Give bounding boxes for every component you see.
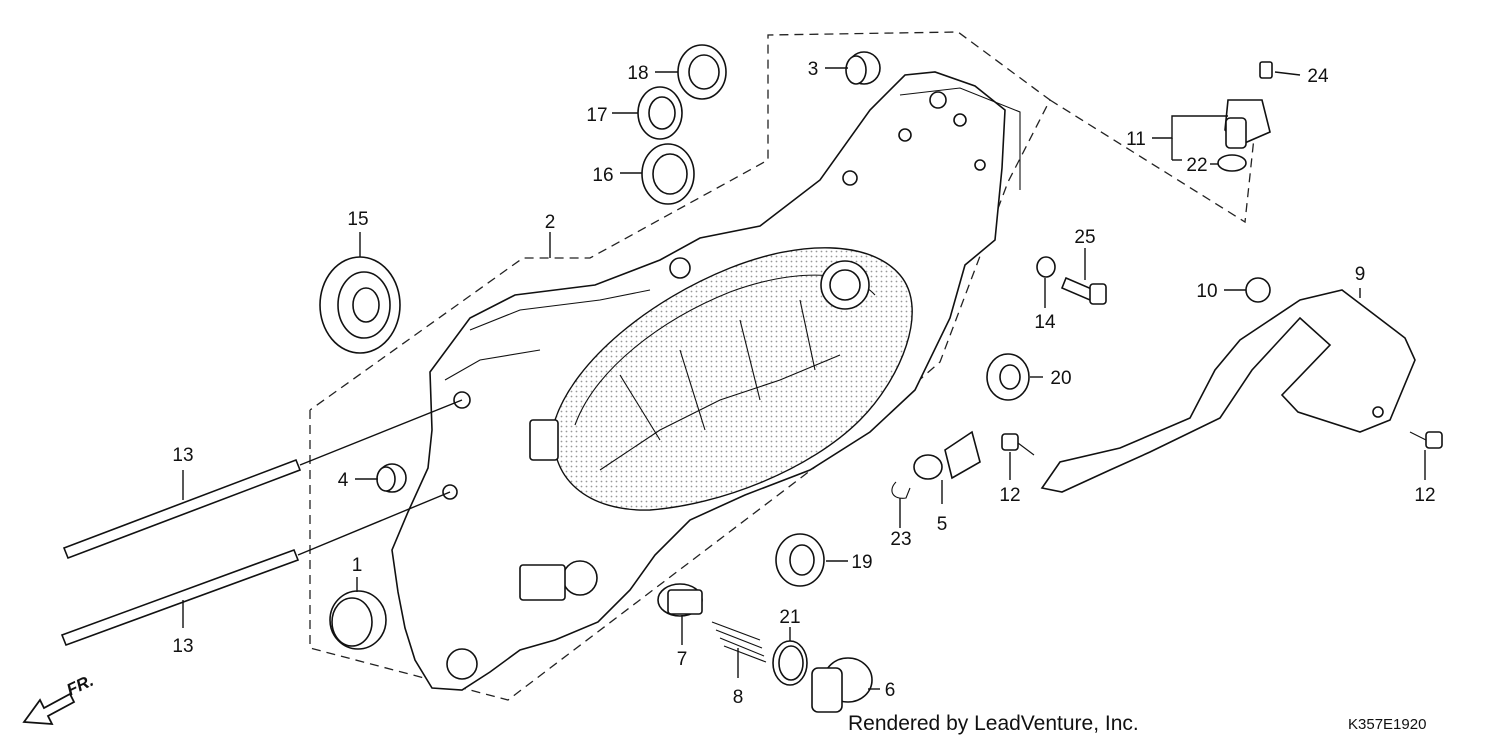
callout-6: 6 [885,680,896,701]
callout-4: 4 [338,470,349,491]
callout-16: 16 [592,165,613,186]
callout-13-lower: 13 [172,636,193,657]
callout-9: 9 [1355,264,1366,285]
callout-20: 20 [1050,368,1071,389]
callout-12-right: 12 [1414,485,1435,506]
diagram-part-code: K357E1920 [1348,716,1427,733]
callout-7: 7 [677,649,688,670]
callout-23: 23 [890,529,911,550]
crankcase-left [391,71,1021,691]
callout-25: 25 [1074,227,1095,248]
callout-18: 18 [627,63,648,84]
callout-24: 24 [1307,66,1329,87]
render-credit: Rendered by LeadVenture, Inc. [848,712,1139,735]
callout-8: 8 [733,687,744,708]
callout-labels: 1 2 3 4 5 6 7 8 9 10 11 12 12 13 13 14 1… [172,59,1435,708]
callout-19: 19 [851,552,872,573]
callout-1: 1 [352,555,363,576]
callout-22: 22 [1186,155,1207,176]
callout-5: 5 [937,514,948,535]
callout-15: 15 [347,209,368,230]
callout-13-upper: 13 [172,445,193,466]
callout-14: 14 [1034,312,1056,333]
callout-3: 3 [808,59,819,80]
callout-21: 21 [779,607,800,628]
callout-12-left: 12 [999,485,1020,506]
front-direction-arrow: FR. [22,671,97,726]
leader-lines [182,67,1426,690]
callout-2: 2 [545,212,556,233]
callout-17: 17 [586,105,607,126]
callout-10: 10 [1196,281,1217,302]
callout-11: 11 [1126,129,1146,150]
